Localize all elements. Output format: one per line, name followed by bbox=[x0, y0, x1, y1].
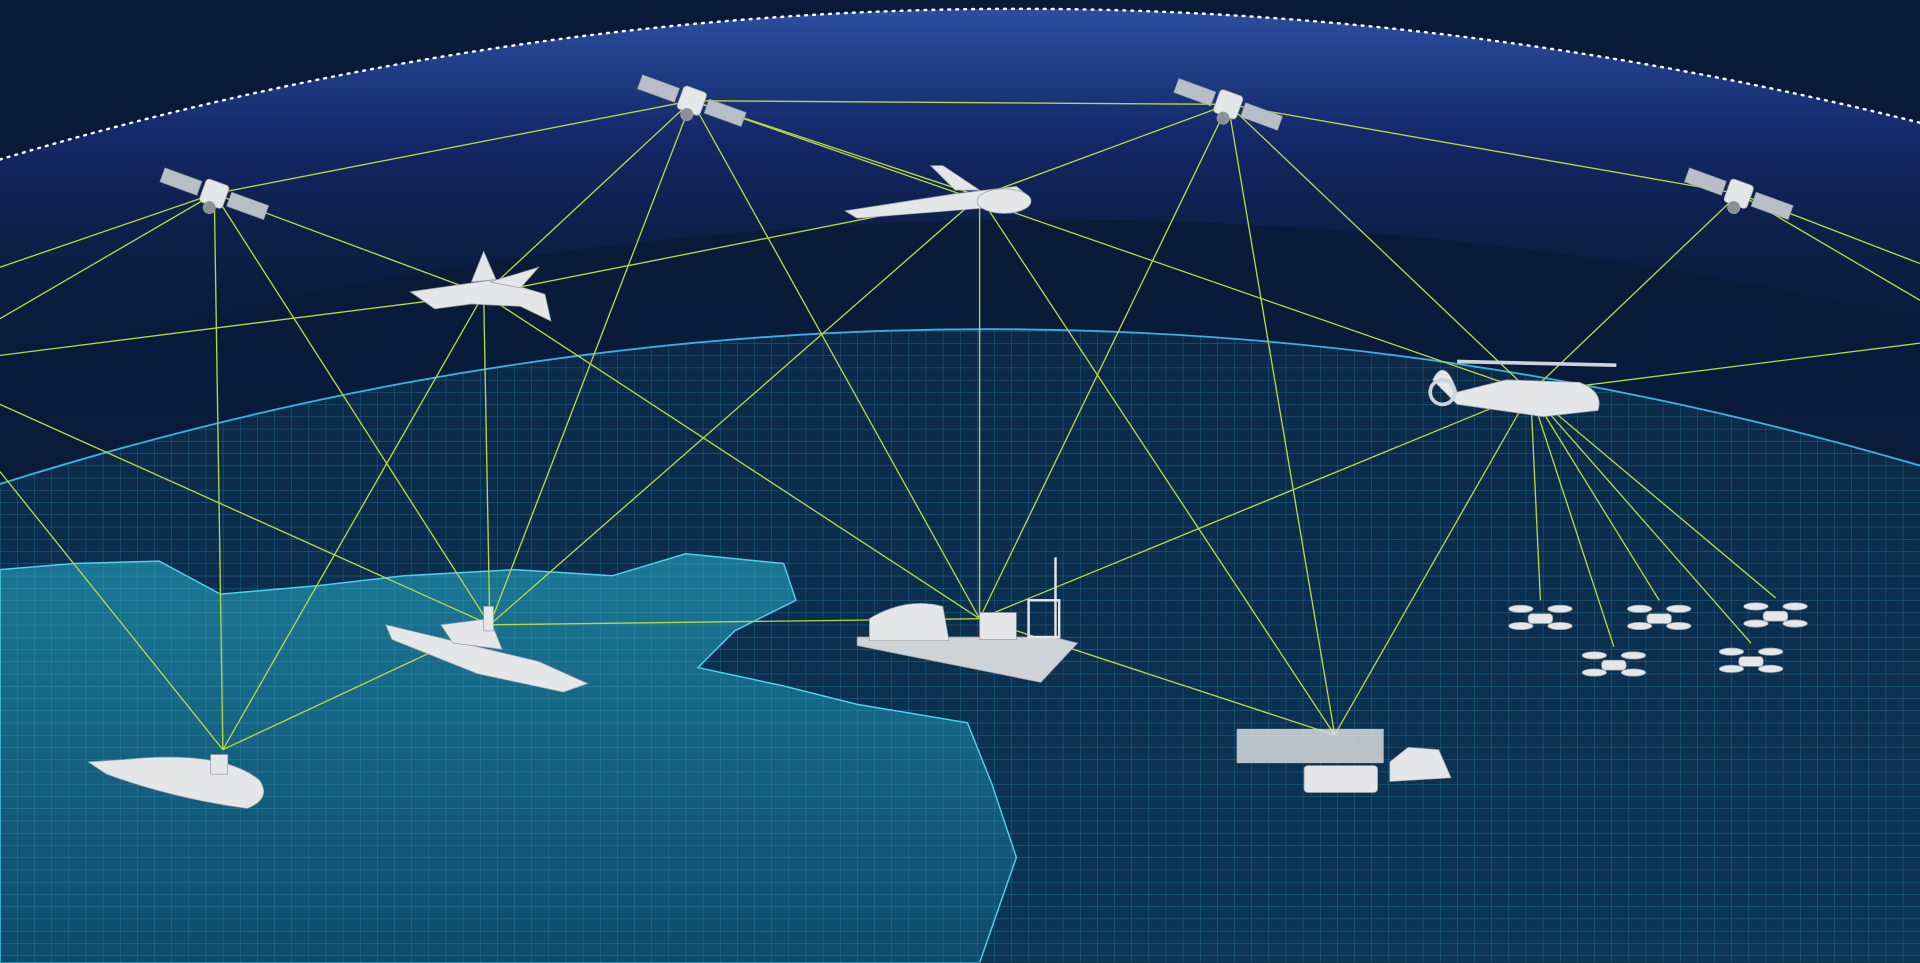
helicopter-icon bbox=[1428, 359, 1617, 417]
submarine-icon bbox=[87, 754, 264, 809]
datalink-line bbox=[483, 293, 980, 620]
datalink-line bbox=[1530, 391, 1660, 601]
datalink-line bbox=[691, 100, 1531, 393]
datalink-line bbox=[1334, 391, 1532, 736]
warship-icon bbox=[385, 606, 589, 693]
datalink-line bbox=[0, 403, 491, 626]
datalink-line bbox=[691, 100, 981, 619]
datalink-line bbox=[1530, 193, 1740, 393]
datalink-line bbox=[0, 293, 484, 357]
datalink-line bbox=[213, 193, 491, 626]
datalink-line bbox=[489, 100, 693, 626]
datalink-line bbox=[1530, 342, 1920, 393]
datalink-line bbox=[1529, 391, 1615, 648]
satellite-icon bbox=[1173, 78, 1283, 131]
datalink-line bbox=[691, 100, 1229, 106]
datalink-line bbox=[489, 195, 981, 626]
satellite-icon bbox=[637, 74, 747, 127]
datalink-line bbox=[979, 103, 1229, 197]
datalink-line bbox=[0, 193, 215, 268]
datalink-line bbox=[483, 100, 693, 295]
datalink-line bbox=[1530, 391, 1776, 599]
datalink-line bbox=[979, 391, 1531, 620]
atmosphere-dotted-edge bbox=[0, 7, 1920, 161]
datalink-line bbox=[213, 193, 224, 750]
datalink-line bbox=[0, 193, 215, 320]
datalink-line bbox=[0, 471, 224, 751]
satellite-icon bbox=[159, 167, 270, 220]
quadcopter-icon bbox=[1626, 604, 1692, 631]
quadcopter-icon bbox=[1508, 604, 1573, 631]
datalink-line bbox=[1529, 392, 1542, 601]
quadcopter-icon bbox=[1581, 651, 1647, 677]
uav-drone-icon bbox=[843, 165, 1032, 219]
datalink-line bbox=[978, 104, 1229, 619]
datalink-line bbox=[1530, 391, 1752, 644]
troops-vehicles-icon bbox=[1236, 728, 1452, 793]
satellite-icon bbox=[1684, 167, 1794, 220]
datalink-line bbox=[979, 195, 1336, 736]
fighter-jet-icon bbox=[409, 250, 552, 322]
assets bbox=[87, 74, 1808, 809]
datalink-line bbox=[483, 294, 491, 625]
quadcopter-icon bbox=[1718, 647, 1784, 673]
datalink-line bbox=[1228, 103, 1739, 195]
datalink-line bbox=[214, 100, 692, 195]
command-base-icon bbox=[856, 557, 1079, 683]
datalink-line bbox=[1227, 104, 1336, 736]
datalink-line bbox=[1227, 103, 1532, 393]
quadcopter-icon bbox=[1743, 602, 1808, 628]
datalink-line bbox=[222, 293, 485, 750]
